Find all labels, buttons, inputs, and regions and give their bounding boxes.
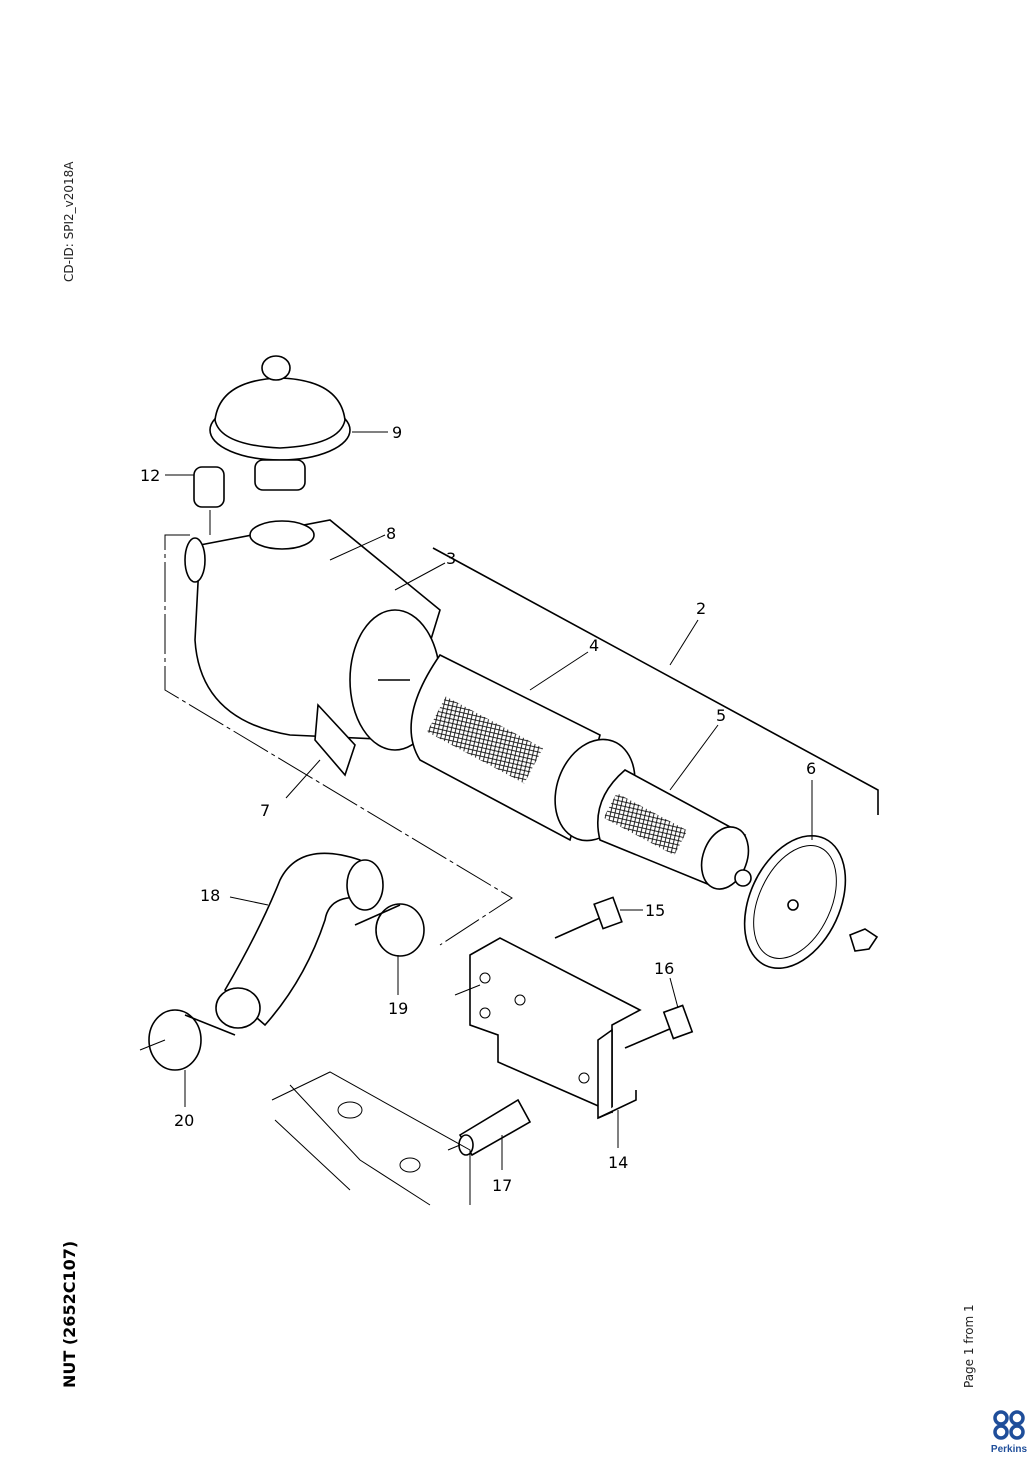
callout-20: 20 [174,1111,194,1130]
callout-2: 2 [696,599,706,618]
mounting-bracket [454,937,642,1120]
callout-19: 19 [388,999,408,1018]
dust-valve-cap [193,466,225,535]
callout-9: 9 [392,423,402,442]
callout-4: 4 [589,636,599,655]
leader-lines [165,431,813,1170]
callout-12: 12 [140,466,160,485]
callout-7: 7 [260,801,270,820]
intake-hose [215,852,384,1029]
engine-block-fragment [271,1071,471,1206]
callout-8: 8 [386,524,396,543]
callout-15: 15 [645,901,665,920]
callout-14: 14 [608,1153,628,1172]
perkins-logo: Perkins [988,1410,1030,1455]
end-cover [743,834,879,970]
logo-text: Perkins [990,1444,1028,1455]
callout-18: 18 [200,886,220,905]
hose-clamp-lower [139,1009,236,1071]
spacer-sleeve [447,1098,532,1157]
hose-clamp-upper [354,903,425,957]
bolt-16 [624,1004,694,1049]
primary-filter-element [410,653,636,842]
air-cleaner-body [184,519,441,777]
perkins-emblem-icon [993,1410,1025,1440]
assembly-bracket-lines [164,534,879,946]
callout-6: 6 [806,759,816,778]
callout-16: 16 [654,959,674,978]
callout-5: 5 [716,706,726,725]
callout-17: 17 [492,1176,512,1195]
precleaner-cap [209,355,351,491]
callout-3: 3 [446,549,456,568]
safety-filter-element [597,769,752,890]
bolt-15 [554,896,623,939]
